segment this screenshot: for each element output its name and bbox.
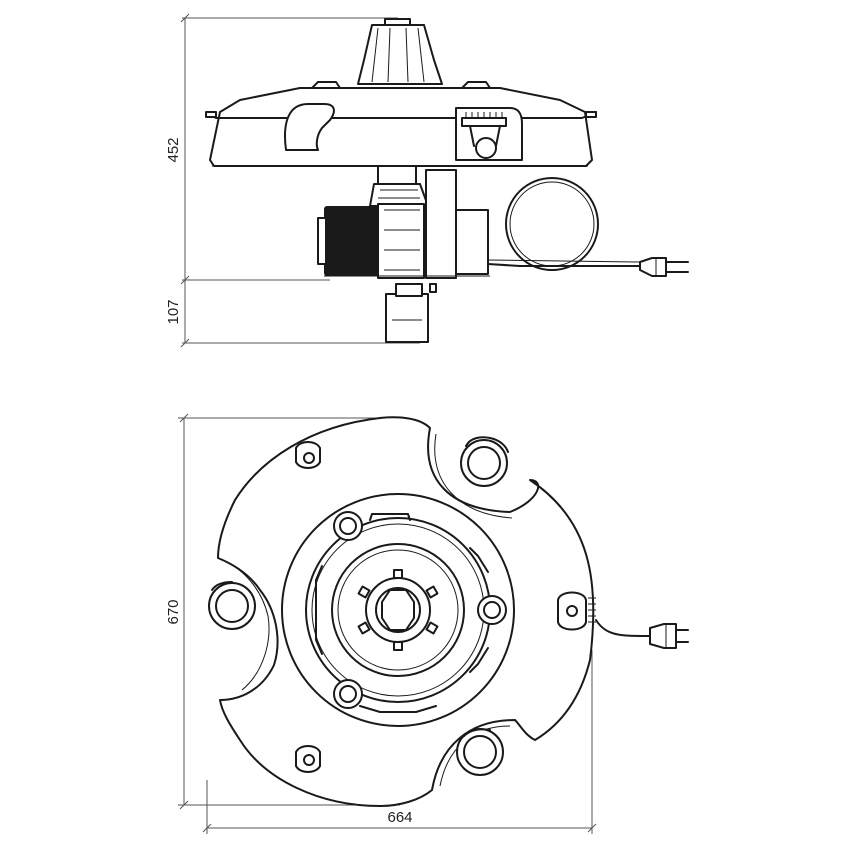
lower-body [385,283,437,343]
power-cable-plan [595,619,689,649]
motor-shaft [369,165,429,207]
top-cap [357,18,443,85]
bolt-top-left [333,511,363,541]
bolt-bottom-left [333,679,363,709]
motor-housing [317,169,490,279]
bolt-right [477,595,507,625]
power-plug-side [639,257,689,277]
side-dimension-lines [180,13,420,348]
impeller-hub [357,569,439,651]
mounting-eye-top-left [295,441,321,469]
side-view: 452 107 [165,13,689,348]
mounting-eye-bottom-left [295,745,321,773]
plan-dimension-lines [178,413,597,834]
float-foot-left [208,581,256,630]
dimension-670: 670 [165,599,182,624]
plan-view: 670 664 [165,413,689,834]
dimension-664: 664 [387,809,412,826]
cable-gland-right [557,591,596,631]
float-foot-bottom-right [456,728,504,776]
dimension-452: 452 [165,137,182,162]
float-foot-top-right [460,436,509,487]
float-body [205,87,597,167]
dimension-107: 107 [165,299,182,324]
cable-coil [487,177,641,271]
